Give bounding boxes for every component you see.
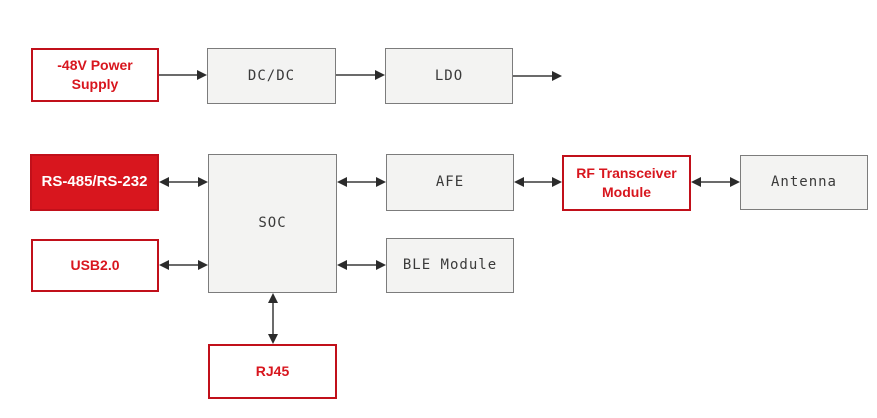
arrowhead-right-icon (376, 260, 386, 270)
arrowhead-right-icon (375, 70, 385, 80)
arrow-soc-ble-bidirectional (337, 260, 386, 270)
arrowhead-down-icon (268, 334, 278, 344)
node-power-supply: -48V Power Supply (31, 48, 159, 102)
node-ldo: LDO (385, 48, 513, 104)
arrowhead-right-icon (552, 71, 562, 81)
node-antenna: Antenna (740, 155, 868, 210)
arrowhead-up-icon (268, 293, 278, 303)
node-rj45: RJ45 (208, 344, 337, 399)
node-dcdc-converter: DC/DC (207, 48, 336, 104)
arrow-soc-rj45-bidirectional (268, 293, 278, 344)
arrow-rf-antenna-bidirectional (691, 177, 740, 187)
node-rf-transceiver: RF Transceiver Module (562, 155, 691, 211)
arrowhead-left-icon (691, 177, 701, 187)
arrowhead-right-icon (198, 177, 208, 187)
node-afe: AFE (386, 154, 514, 211)
arrowhead-left-icon (337, 177, 347, 187)
arrow-rs485-soc-bidirectional (159, 177, 208, 187)
arrowhead-left-icon (514, 177, 524, 187)
arrowhead-right-icon (198, 260, 208, 270)
arrow-power-to-dcdc (159, 70, 207, 80)
arrow-usb-soc-bidirectional (159, 260, 208, 270)
arrowhead-left-icon (159, 177, 169, 187)
arrow-dcdc-to-ldo (336, 70, 385, 80)
arrowhead-left-icon (159, 260, 169, 270)
node-usb2: USB2.0 (31, 239, 159, 292)
arrow-afe-rf-bidirectional (514, 177, 562, 187)
arrowhead-right-icon (376, 177, 386, 187)
arrowhead-left-icon (337, 260, 347, 270)
node-ble-module: BLE Module (386, 238, 514, 293)
arrowhead-right-icon (197, 70, 207, 80)
arrow-soc-afe-bidirectional (337, 177, 386, 187)
node-soc: SOC (208, 154, 337, 293)
arrowhead-right-icon (730, 177, 740, 187)
node-rs485-rs232: RS-485/RS-232 (30, 154, 159, 211)
arrowhead-right-icon (552, 177, 562, 187)
arrow-ldo-output (513, 71, 562, 81)
